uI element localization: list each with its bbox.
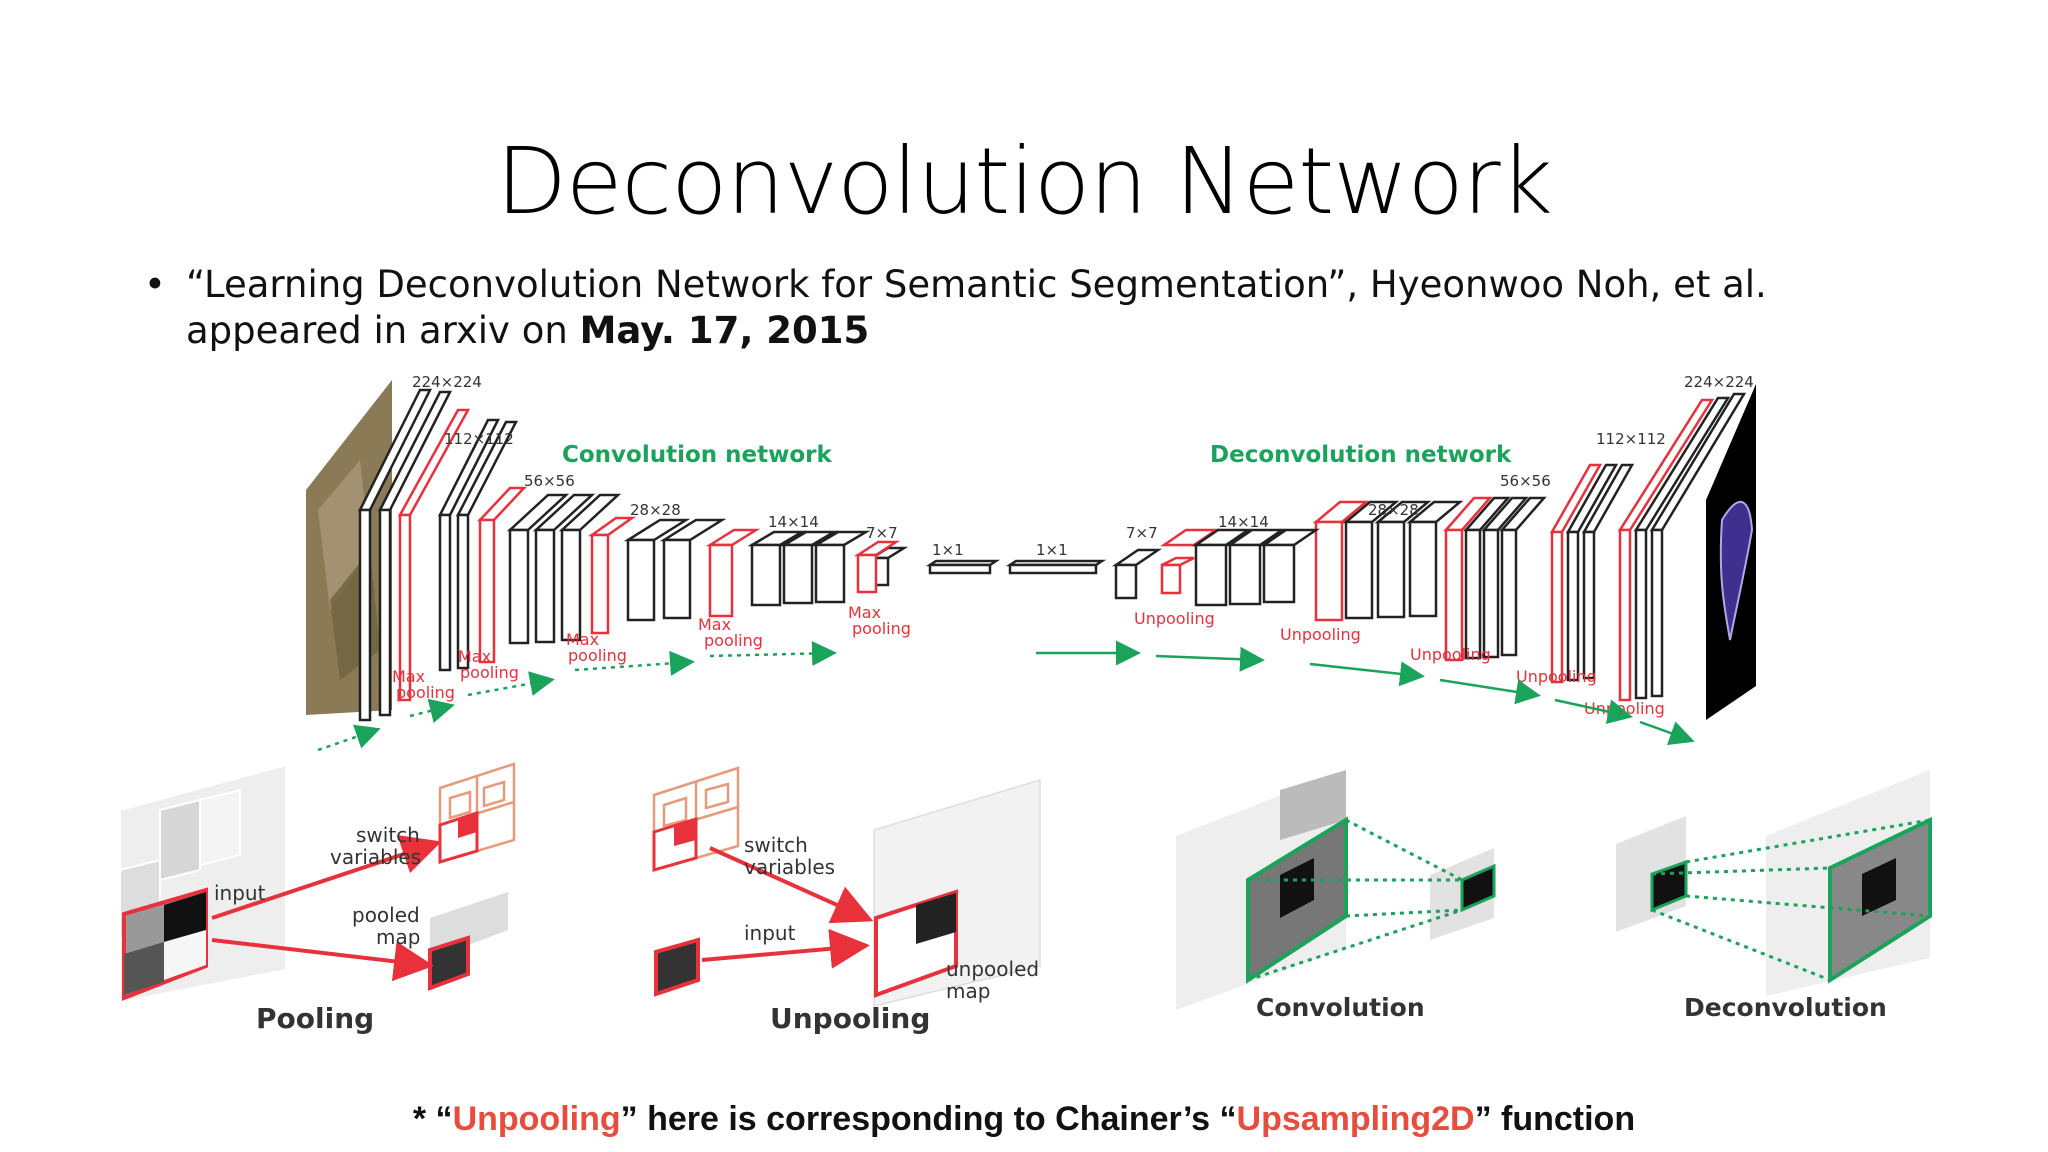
convolution-output-cell — [1460, 863, 1496, 913]
deconv-size-224: 224×224 — [1684, 373, 1754, 391]
deconv-size-1: 1×1 — [1036, 541, 1068, 559]
architecture: 224×224 112×112 56×56 28×28 14×14 7×7 1×… — [306, 373, 1756, 752]
citation-date: May. 17, 2015 — [579, 309, 870, 352]
footnote-unpooling-term: Unpooling — [452, 1100, 621, 1138]
deconv-size-28: 28×28 — [1368, 501, 1419, 519]
slide-title: Deconvolution Network — [496, 128, 1553, 235]
conv-size-7: 7×7 — [866, 524, 898, 542]
citation-main: “Learning Deconvolution Network for Sema… — [186, 263, 1767, 352]
conv-size-56: 56×56 — [524, 472, 575, 490]
deconv-size-7: 7×7 — [1126, 524, 1158, 542]
output-segmentation — [1706, 384, 1756, 720]
bullet-marker: • — [144, 263, 166, 306]
unpooling-label-1: Unpooling — [1134, 609, 1215, 628]
unpooling-input-label: input — [744, 921, 796, 945]
footnote-middle: ” here is corresponding to Chainer’s “ — [620, 1100, 1237, 1138]
citation-bullet: • “Learning Deconvolution Network for Se… — [144, 262, 1944, 354]
footnote: * “Unpooling” here is corresponding to C… — [0, 1100, 2048, 1139]
pooling-caption: Pooling — [256, 1002, 374, 1035]
deconv-size-14: 14×14 — [1218, 513, 1269, 531]
conv-size-14: 14×14 — [768, 513, 819, 531]
conv-network-heading: Convolution network — [562, 442, 833, 468]
conv-size-1: 1×1 — [932, 541, 964, 559]
deconv-size-56: 56×56 — [1500, 472, 1551, 490]
pooling-input-label: input — [214, 881, 266, 905]
conv-size-224: 224×224 — [412, 373, 482, 391]
network-diagram: 224×224 112×112 56×56 28×28 14×14 7×7 1×… — [119, 373, 1932, 1035]
unpooling-input-cell — [654, 937, 700, 997]
unpooling-label-4: Unpooling — [1516, 667, 1597, 686]
deconv-size-112: 112×112 — [1596, 430, 1666, 448]
footnote-suffix: ” function — [1474, 1100, 1636, 1138]
footnote-prefix: * “ — [412, 1100, 453, 1138]
footnote-upsampling-term: Upsampling2D — [1236, 1100, 1475, 1138]
deconv-network-heading: Deconvolution network — [1210, 442, 1512, 468]
convolution-panel: Convolution — [1176, 770, 1496, 1022]
unpooling-label-3: Unpooling — [1410, 645, 1491, 664]
deconvolution-caption: Deconvolution — [1684, 993, 1887, 1022]
conv-size-112: 112×112 — [444, 430, 514, 448]
unpooling-label-2: Unpooling — [1280, 625, 1361, 644]
citation-text: “Learning Deconvolution Network for Sema… — [186, 262, 1944, 354]
unpooling-caption: Unpooling — [770, 1002, 930, 1035]
deconvolution-panel: Deconvolution — [1616, 770, 1932, 1022]
convolution-caption: Convolution — [1256, 993, 1425, 1022]
conv-size-28: 28×28 — [630, 501, 681, 519]
